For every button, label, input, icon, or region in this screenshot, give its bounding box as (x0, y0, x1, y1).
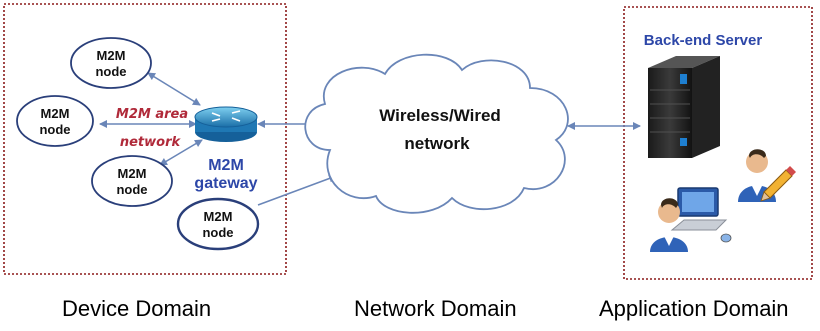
device-domain-border (3, 3, 287, 275)
arrow-node1-gateway (147, 72, 201, 106)
device-domain-label: Device Domain (62, 296, 212, 321)
arrow-node4-cloud (257, 174, 337, 206)
user-at-computer-icon (650, 198, 688, 252)
gateway-label-line1: M2M (208, 157, 244, 174)
server-title: Back-end Server (644, 32, 763, 49)
gateway-label-line2: gateway (194, 175, 257, 192)
area-network-label-line1: M2M area (116, 107, 188, 122)
node-label-line2: node (116, 182, 147, 197)
network-domain-label: Network Domain (354, 296, 517, 321)
node-label-line1: M2M (204, 209, 233, 224)
computer-icon (670, 187, 732, 243)
area-network-label-line2: network (120, 135, 182, 150)
pencil-icon (760, 166, 796, 202)
m2m-node: M2M node (91, 155, 173, 207)
cloud-shape (304, 53, 569, 214)
m2m-node: M2M node (70, 37, 152, 89)
node-label-line1: M2M (41, 106, 70, 121)
node-label-line1: M2M (97, 48, 126, 63)
cloud-label-line1: Wireless/Wired (379, 106, 501, 125)
node-label-line2: node (95, 64, 126, 79)
router-icon (194, 106, 258, 142)
application-domain-label: Application Domain (599, 296, 789, 321)
server-icon (648, 56, 720, 158)
arrow-node3-gateway (159, 139, 203, 166)
node-label-line1: M2M (118, 166, 147, 181)
m2m-node: M2M node (176, 197, 260, 251)
cloud-label-line2: network (404, 134, 470, 153)
application-domain-border (623, 6, 813, 280)
m2m-node: M2M node (16, 95, 94, 147)
node-label-line2: node (202, 225, 233, 240)
node-label-line2: node (39, 122, 70, 137)
